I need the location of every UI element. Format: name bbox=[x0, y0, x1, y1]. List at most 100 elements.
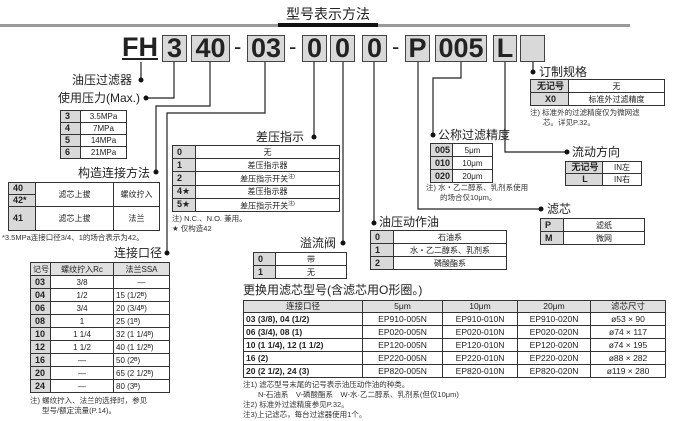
cell: 5★ bbox=[172, 197, 196, 213]
cell: 1 1/2 bbox=[50, 340, 114, 354]
table-row: 1 差压指示器 bbox=[172, 158, 340, 172]
table-row: 20—65 (2 1/2ᴮ) bbox=[30, 366, 170, 380]
cell: 005 bbox=[430, 143, 453, 157]
cell: 差压指示开关 bbox=[240, 201, 289, 211]
cell: EP910-005N bbox=[362, 312, 443, 326]
note-mark: 注) bbox=[288, 174, 295, 180]
cell: 1 bbox=[370, 243, 394, 257]
cell: 水・乙二醇系、乳剂系 bbox=[393, 243, 507, 257]
cell: 滤芯上拔 bbox=[35, 182, 114, 207]
cell: 差压指示开关 bbox=[240, 174, 289, 184]
cell: 差压指示器 bbox=[247, 160, 288, 170]
label-precision: 公称过滤精度 bbox=[438, 128, 511, 142]
cell: EP020-010N bbox=[442, 325, 518, 339]
cell: EP820-010N bbox=[442, 364, 518, 378]
cell: L bbox=[565, 173, 603, 186]
cell: 无记号 bbox=[530, 79, 569, 93]
label-oil: 油压动作油 bbox=[379, 215, 440, 229]
cell: 无 bbox=[275, 265, 347, 279]
cell: 差压指示器 bbox=[195, 184, 340, 199]
cell: 1 bbox=[172, 158, 196, 172]
code-pressure: 3 bbox=[162, 35, 187, 62]
cell: 无 bbox=[195, 145, 340, 159]
cell: 80 (3ᴮ) bbox=[113, 379, 170, 393]
code-element: P bbox=[405, 35, 430, 62]
precision-note: 的场合仅10μm。 bbox=[440, 193, 497, 202]
cell: 5 bbox=[60, 134, 81, 147]
label-pressure: 使用压力(Max.) bbox=[58, 91, 140, 105]
cell: 08 bbox=[30, 314, 51, 328]
cell: EP020-005N bbox=[362, 325, 443, 339]
cell: 1 bbox=[50, 314, 114, 328]
table-row: 24—80 (3ᴮ) bbox=[30, 379, 170, 393]
cell: 03 bbox=[30, 275, 51, 289]
cell: ø119 × 280 bbox=[590, 364, 666, 378]
precision-note: 注) 水・乙二醇系、乳剂系使用 bbox=[426, 183, 529, 192]
cell: 06 (3/4), 08 (1) bbox=[243, 325, 363, 339]
cell: 带 bbox=[275, 252, 347, 266]
cell: 41 bbox=[8, 206, 36, 231]
cell: 3/8 bbox=[50, 275, 114, 289]
header: 20μm bbox=[517, 300, 591, 313]
cell: EP120-005N bbox=[362, 338, 443, 352]
cell: 06 bbox=[30, 301, 51, 315]
code-construction: 40 bbox=[191, 35, 230, 62]
cell: 20 bbox=[30, 366, 51, 380]
cell: 04 bbox=[30, 288, 51, 302]
cell: 6 bbox=[60, 146, 81, 159]
code-custom bbox=[520, 35, 545, 62]
cell: 10 (1 1/4), 12 (1 1/2) bbox=[243, 338, 363, 352]
code-precision: 005 bbox=[435, 35, 487, 62]
cell: — bbox=[50, 353, 114, 367]
cell: EP820-005N bbox=[362, 364, 443, 378]
cell: 磷酸酯系 bbox=[393, 256, 507, 270]
cell: 3.5MPa bbox=[80, 110, 127, 123]
cell: 1 bbox=[253, 265, 276, 279]
cell: 无 bbox=[568, 79, 665, 93]
cell: EP120-020N bbox=[517, 338, 591, 352]
cell: EP220-005N bbox=[362, 351, 443, 365]
code-oil: 0 bbox=[362, 35, 387, 62]
cell: 7MPa bbox=[80, 122, 127, 135]
cell: 020 bbox=[430, 169, 453, 183]
cell: 螺纹拧入 bbox=[113, 182, 160, 207]
diff-note: ★ 仅构造42 bbox=[172, 224, 212, 233]
label-port: 连接口径 bbox=[114, 246, 163, 260]
cell: 微网 bbox=[563, 231, 645, 245]
cell: X0 bbox=[530, 92, 569, 106]
cell: 32 (1 1/4ᴮ) bbox=[113, 327, 170, 341]
replace-note: N-石油系 V-磷酸酯系 W-水·乙二醇系、乳剂系(但仅10μm) bbox=[258, 390, 459, 399]
cell: 65 (2 1/2ᴮ) bbox=[113, 366, 170, 380]
cell: EP220-010N bbox=[442, 351, 518, 365]
label-relief: 溢流阀 bbox=[300, 236, 337, 250]
replace-title: 更换用滤芯型号(含滤芯用O形圈。) bbox=[243, 283, 423, 297]
label-custom: 订制规格 bbox=[539, 65, 588, 79]
code-relief: 0 bbox=[330, 35, 355, 62]
cell: 4 bbox=[60, 122, 81, 135]
cell: 1/2 bbox=[50, 288, 114, 302]
cell: 1 1/4 bbox=[50, 327, 114, 341]
cell: ø74 × 195 bbox=[590, 338, 666, 352]
header: 10μm bbox=[442, 300, 518, 313]
table-row: 16—50 (2ᴮ) bbox=[30, 353, 170, 367]
cell: 20μm bbox=[452, 169, 493, 183]
cell: 12 bbox=[30, 340, 51, 354]
replace-note: 注1) 滤芯型号末尾的记号表示油压动作油的种类。 bbox=[243, 380, 410, 389]
